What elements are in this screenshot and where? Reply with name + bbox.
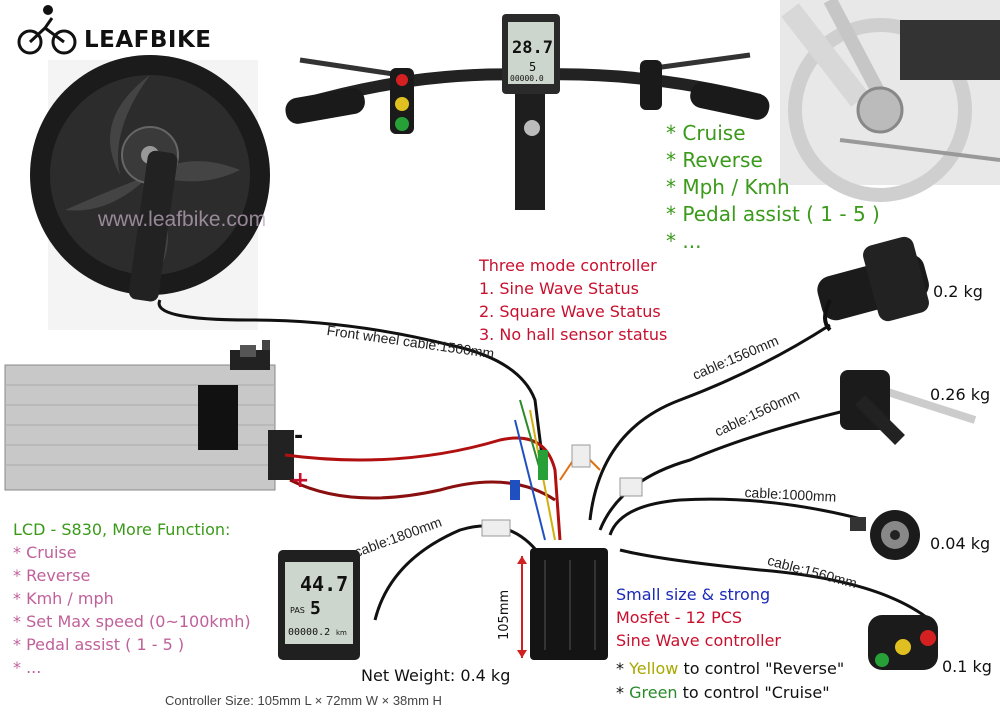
brake-weight: 0.26 kg: [930, 385, 991, 404]
switch-weight: 0.1 kg: [942, 657, 992, 676]
top-lcd-level: 5: [529, 60, 537, 74]
lcd-unit: km: [336, 629, 347, 637]
throttle: [817, 236, 929, 332]
lcd-feature-list: LCD - S830, More Function: * Cruise * Re…: [13, 518, 251, 679]
lcd-feature-item: * Kmh / mph: [13, 589, 114, 608]
lcd-feature-item: * Reverse: [13, 566, 91, 585]
watermark: www.leafbike.com: [98, 208, 267, 231]
lcd-feature-item: * Pedal assist ( 1 - 5 ): [13, 635, 185, 654]
lcd-speed: 44.7: [300, 572, 349, 596]
brake-lever: [840, 370, 977, 445]
controller-mode-item: 1. Sine Wave Status: [479, 279, 640, 298]
controller-height-label: 105mm: [497, 589, 512, 640]
pas-sensor: [870, 510, 920, 560]
lcd-feature-item: * Cruise: [13, 543, 77, 562]
top-feature-list: * Cruise * Reverse * Mph / Kmh * Pedal a…: [666, 120, 880, 255]
lcd-level: 5: [310, 598, 321, 619]
controller-desc-line2: Mosfet - 12 PCS: [616, 608, 743, 627]
top-lcd-odo: 00000.0: [510, 74, 544, 83]
net-weight: Net Weight: 0.4 kg: [361, 666, 511, 685]
top-lcd-speed: 28.7: [512, 38, 553, 58]
lcd-pas: PAS: [290, 606, 305, 615]
three-button-switch: [868, 615, 938, 670]
yellow-note: * Yellow to control "Reverse": [616, 659, 845, 678]
hub-motor-wheel: [30, 55, 270, 330]
controller-modes: Three mode controller 1. Sine Wave Statu…: [479, 254, 667, 346]
battery-plus: +: [291, 468, 310, 493]
top-feature-item: * ...: [666, 229, 702, 253]
controller-box: [517, 548, 608, 660]
controller-mode-item: 3. No hall sensor status: [479, 325, 668, 344]
brake-disc-photo: [780, 0, 1000, 202]
top-feature-item: * Pedal assist ( 1 - 5 ): [666, 202, 880, 226]
controller-modes-title: Three mode controller: [479, 256, 657, 275]
green-note: * Green to control "Cruise": [616, 683, 830, 702]
throttle-weight: 0.2 kg: [933, 282, 983, 301]
battery-pack: [4, 340, 294, 491]
controller-size: Controller Size: 105mm L × 72mm W × 38mm…: [165, 693, 442, 708]
brand-name: LEAFBIKE: [84, 27, 212, 53]
green-word: Green: [629, 683, 678, 702]
lcd-s830: [278, 550, 360, 660]
yellow-word: Yellow: [629, 659, 679, 678]
controller-mode-item: 2. Square Wave Status: [479, 302, 661, 321]
top-feature-item: * Reverse: [666, 148, 763, 172]
battery-minus: -: [294, 424, 304, 449]
top-feature-item: * Cruise: [666, 121, 746, 145]
top-feature-item: * Mph / Kmh: [666, 175, 790, 199]
lcd-feature-title: LCD - S830, More Function:: [13, 520, 231, 539]
controller-desc-line1: Small size & strong: [616, 585, 771, 604]
handlebar: [285, 14, 770, 210]
pas-weight: 0.04 kg: [930, 534, 991, 553]
leafbike-logo-icon: [17, 5, 77, 55]
lcd-odo: 00000.2: [288, 627, 331, 638]
lcd-feature-item: * Set Max speed (0~100kmh): [13, 612, 251, 631]
controller-desc-line3: Sine Wave controller: [616, 631, 781, 650]
lcd-feature-item: * ...: [13, 658, 42, 677]
